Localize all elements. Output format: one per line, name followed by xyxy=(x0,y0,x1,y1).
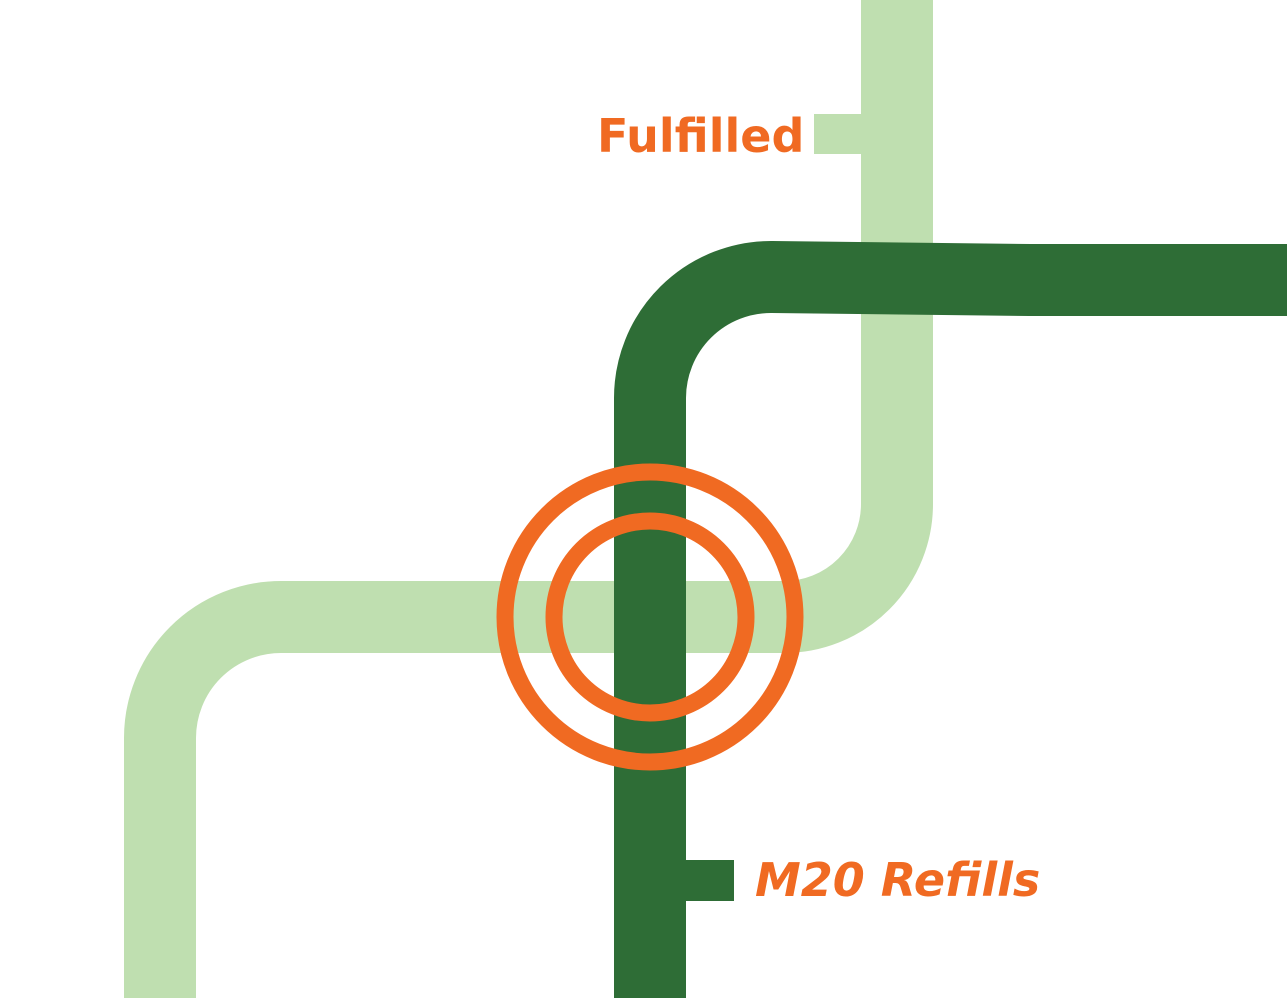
interchange-outer-ring xyxy=(496,463,804,771)
m20-refills-stop-marker xyxy=(684,860,734,901)
fulfilled-stop-marker xyxy=(814,114,864,154)
interchange-inner-ring xyxy=(545,512,755,722)
stop-label-fulfilled: Fulfilled xyxy=(597,109,805,163)
dark-green-line xyxy=(614,240,1287,998)
stop-label-m20-refills: M20 Refills xyxy=(755,853,1041,907)
light-green-line xyxy=(124,0,933,998)
